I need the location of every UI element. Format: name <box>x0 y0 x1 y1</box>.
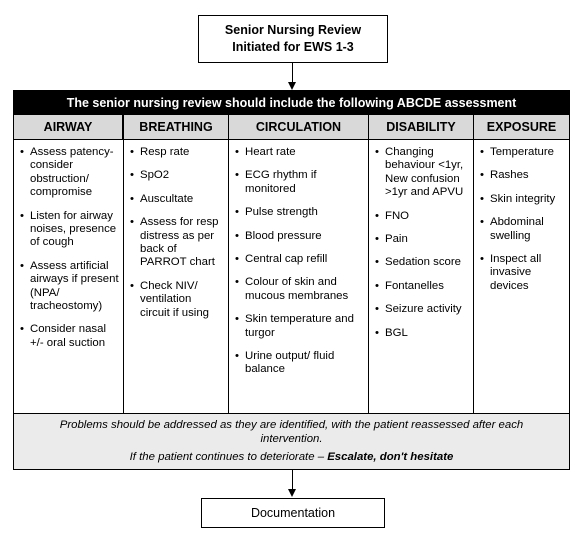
abcde-assessment-table: The senior nursing review should include… <box>13 90 570 470</box>
connector-line-top <box>292 63 293 83</box>
assessment-banner: The senior nursing review should include… <box>14 91 569 115</box>
list-item: Check NIV/ ventilation circuit if using <box>129 280 224 320</box>
list-item: Central cap refill <box>234 253 364 267</box>
list-item: Consider nasal +/- oral suction <box>19 323 119 350</box>
col-body-disability: Changing behaviour <1yr, New confusion >… <box>369 140 474 413</box>
list-item: Listen for airway noises, presence of co… <box>19 210 119 250</box>
assessment-footer-note: Problems should be addressed as they are… <box>14 413 569 469</box>
list-item: Skin temperature and turgor <box>234 313 364 340</box>
connector-line-bottom <box>292 470 293 490</box>
list-item: Changing behaviour <1yr, New confusion >… <box>374 146 469 200</box>
list-item: BGL <box>374 327 469 341</box>
arrowhead-down-icon <box>288 82 296 90</box>
list-item: SpO2 <box>129 169 224 183</box>
col-body-breathing: Resp rate SpO2 Auscultate Assess for res… <box>124 140 229 413</box>
list-item: Blood pressure <box>234 230 364 244</box>
list-item: Fontanelles <box>374 280 469 294</box>
arrowhead-down-icon <box>288 489 296 497</box>
list-item: Skin integrity <box>479 193 565 207</box>
list-item: Sedation score <box>374 256 469 270</box>
review-initiation-line1: Senior Nursing Review <box>224 23 362 37</box>
list-item: Rashes <box>479 169 565 183</box>
review-initiation-line2: Initiated for EWS 1-3 <box>232 40 354 54</box>
col-header-circulation: CIRCULATION <box>229 115 369 140</box>
col-header-breathing: BREATHING <box>124 115 229 140</box>
list-item: Colour of skin and mucous membranes <box>234 276 364 303</box>
airway-list: Assess patency- consider obstruction/ co… <box>19 146 119 350</box>
list-item: Pulse strength <box>234 206 364 220</box>
col-body-exposure: Temperature Rashes Skin integrity Abdomi… <box>474 140 569 413</box>
list-item: Temperature <box>479 146 565 160</box>
list-item: ECG rhythm if monitored <box>234 169 364 196</box>
list-item: Inspect all invasive devices <box>479 253 565 293</box>
list-item: Assess patency- consider obstruction/ co… <box>19 146 119 200</box>
footer-line2-prefix: If the patient continues to deteriorate … <box>129 451 328 463</box>
list-item: Assess artificial airways if present (NP… <box>19 260 119 314</box>
list-item: Urine output/ fluid balance <box>234 350 364 377</box>
list-item: Pain <box>374 233 469 247</box>
breathing-list: Resp rate SpO2 Auscultate Assess for res… <box>129 146 224 320</box>
circulation-list: Heart rate ECG rhythm if monitored Pulse… <box>234 146 364 377</box>
col-header-disability: DISABILITY <box>369 115 474 140</box>
documentation-box: Documentation <box>201 498 385 528</box>
list-item: Seizure activity <box>374 303 469 317</box>
col-header-airway: AIRWAY <box>14 115 124 140</box>
list-item: Resp rate <box>129 146 224 160</box>
disability-list: Changing behaviour <1yr, New confusion >… <box>374 146 469 340</box>
list-item: Assess for resp distress as per back of … <box>129 216 224 270</box>
col-header-exposure: EXPOSURE <box>474 115 569 140</box>
list-item: Abdominal swelling <box>479 216 565 243</box>
escalate-emphasis: Escalate, don't hesitate <box>327 451 454 463</box>
col-body-circulation: Heart rate ECG rhythm if monitored Pulse… <box>229 140 369 413</box>
list-item: FNO <box>374 210 469 224</box>
footer-line1: Problems should be addressed as they are… <box>59 419 524 445</box>
col-body-airway: Assess patency- consider obstruction/ co… <box>14 140 124 413</box>
list-item: Auscultate <box>129 193 224 207</box>
exposure-list: Temperature Rashes Skin integrity Abdomi… <box>479 146 565 293</box>
review-initiation-box: Senior Nursing Review Initiated for EWS … <box>198 15 388 63</box>
list-item: Heart rate <box>234 146 364 160</box>
footer-line2: If the patient continues to deteriorate … <box>28 451 555 465</box>
